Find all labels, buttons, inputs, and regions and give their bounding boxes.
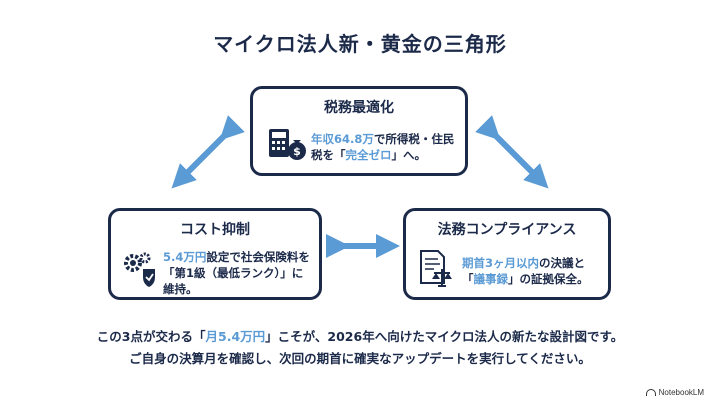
footer-line1-pre: この3点が交わる「: [96, 329, 206, 344]
footer-line1-post: 」こそが、2026年へ向けたマイクロ法人の新たな設計図です。: [265, 329, 624, 344]
cost-line2: 「第1級（最低ランク）」に: [163, 266, 304, 280]
notebooklm-logo-icon: [645, 389, 656, 396]
brand-label: NotebookLM: [658, 388, 704, 397]
tax-optimization-title: 税務最適化: [324, 100, 394, 116]
cost-line1-highlight: 5.4万円: [163, 250, 207, 264]
notebooklm-brand: NotebookLM: [645, 388, 704, 397]
legal-line2-pre: 「: [462, 272, 474, 286]
cost-line1-rest: 設定で社会保険料を: [206, 250, 310, 264]
page-title: マイクロ法人新・黄金の三角形: [213, 32, 507, 56]
legal-line1-highlight: 期首3ヶ月以内: [462, 256, 540, 270]
legal-line2-post: 」の証拠保全。: [508, 272, 589, 286]
cost-control-title: コスト抑制: [180, 222, 250, 238]
cost-control-text: 5.4万円設定で社会保険料を 「第1級（最低ランク）」に 維持。: [163, 249, 323, 297]
gears-shield-icon: [124, 252, 155, 287]
tax-line2-highlight: 完全ゼロ: [345, 148, 392, 162]
legal-line1-rest: の決議と: [539, 256, 586, 270]
document-scale-icon: [420, 250, 452, 287]
tax-line1-rest: で所得税・住民: [373, 132, 455, 146]
calculator-money-bag-icon: $: [269, 129, 306, 160]
footer-line1-highlight: 月5.4万円: [205, 329, 266, 344]
legal-compliance-text: 期首3ヶ月以内の決議と 「議事録」の証拠保全。: [462, 255, 610, 287]
cost-control-box: コスト抑制 5.4万円設定で社会保険料を 「第1級（最低ランク）」に 維持。: [108, 208, 322, 300]
arrow-tax-legal: [475, 115, 549, 189]
svg-text:$: $: [293, 145, 301, 158]
footer-line-2: ご自身の決算月を確認し、次回の期首に確実なアップデートを実行してください。: [129, 351, 591, 366]
tax-optimization-text: 年収64.8万で所得税・住民 税を「完全ゼロ」へ。: [311, 131, 461, 163]
cost-line3: 維持。: [163, 282, 198, 296]
tax-line1-highlight: 年収64.8万: [311, 132, 374, 146]
footer-line-1: この3点が交わる「月5.4万円」こそが、2026年へ向けたマイクロ法人の新たな設…: [0, 326, 720, 345]
arrow-tax-cost: [171, 115, 245, 189]
tax-optimization-box: 税務最適化 $ 年収64.8万で所得税・住民 税を「完全ゼロ」へ。: [250, 86, 468, 176]
tax-line2-post: 」へ。: [391, 148, 427, 162]
legal-compliance-box: 法務コンプライアンス 期首3ヶ月以内の決議と 「議事録」の証拠保全。: [403, 208, 611, 300]
legal-line2-highlight: 議事録: [473, 272, 509, 286]
legal-compliance-title: 法務コンプライアンス: [437, 222, 577, 238]
tax-line2-pre: 税を「: [311, 148, 346, 162]
